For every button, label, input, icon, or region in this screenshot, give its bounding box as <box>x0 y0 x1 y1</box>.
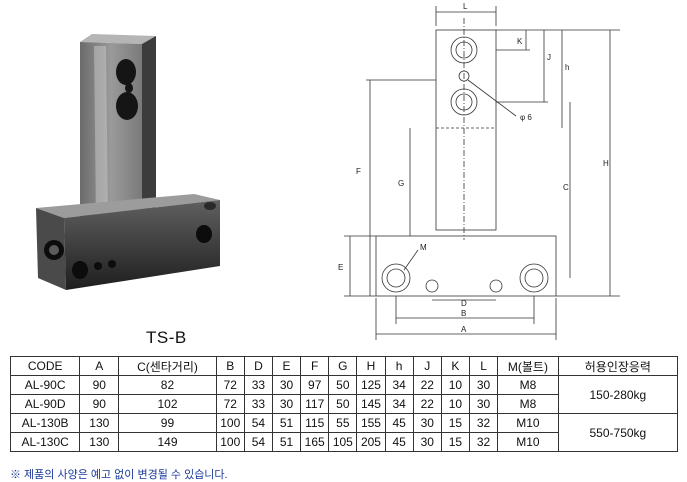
table-row: AL-90D 90 102 72 33 30 117 50 145 34 22 … <box>9 394 678 414</box>
column-header: H <box>356 356 386 376</box>
product-photo <box>36 34 220 290</box>
table-cell: 33 <box>243 375 273 395</box>
column-header: A <box>79 356 120 376</box>
column-header: G <box>328 356 358 376</box>
table-cell: 15 <box>440 432 470 452</box>
table-cell: 72 <box>215 394 245 414</box>
table-cell: 33 <box>243 394 273 414</box>
table-cell: 130 <box>79 413 120 433</box>
table-cell: 51 <box>271 432 302 452</box>
table-cell: 15 <box>440 413 470 433</box>
dim-label-L: L <box>463 2 468 11</box>
table-cell: 130 <box>79 432 120 452</box>
table-cell: 32 <box>468 413 499 433</box>
column-header: J <box>412 356 442 376</box>
dim-label-K: K <box>517 37 523 46</box>
table-cell: 115 <box>300 413 330 433</box>
dim-label-M: M <box>420 243 427 252</box>
column-header: B <box>215 356 245 376</box>
dim-label-G: G <box>398 179 404 188</box>
table-header-row: CODE A C(센타거리) B D E F G H h J K L M(볼트)… <box>9 356 679 376</box>
table-cell: 30 <box>412 432 442 452</box>
table-cell: 165 <box>300 432 330 452</box>
table-cell: 145 <box>356 394 386 414</box>
dim-label-phi: φ 6 <box>520 113 532 122</box>
spec-table: CODE A C(센타거리) B D E F G H h J K L M(볼트)… <box>9 356 679 452</box>
table-cell: AL-90D <box>9 394 81 414</box>
table-cell: 45 <box>384 432 414 452</box>
column-header: K <box>440 356 470 376</box>
column-header: L <box>468 356 499 376</box>
column-header: h <box>384 356 414 376</box>
dim-label-F: F <box>356 167 361 176</box>
column-header: 허용인장응력 <box>557 356 679 376</box>
column-header: CODE <box>9 356 81 376</box>
table-cell: 72 <box>215 375 245 395</box>
dim-label-B: B <box>461 309 466 318</box>
table-cell: 155 <box>356 413 386 433</box>
table-row: AL-130C 130 149 100 54 51 165 105 205 45… <box>9 432 678 452</box>
table-cell: 90 <box>79 375 120 395</box>
table-cell: 125 <box>356 375 386 395</box>
table-cell: 34 <box>384 394 414 414</box>
dimension-drawing: L K J h φ 6 F G C H M E D B A <box>338 2 620 340</box>
table-cell: 55 <box>328 413 358 433</box>
footnote: ※ 제품의 사양은 예고 없이 변경될 수 있습니다. <box>10 469 228 481</box>
table-cell: 34 <box>384 375 414 395</box>
table-cell: 205 <box>356 432 386 452</box>
table-cell: 45 <box>384 413 414 433</box>
table-cell: 22 <box>412 394 442 414</box>
figure-caption: TS-B <box>146 328 187 347</box>
table-cell: 99 <box>118 413 217 433</box>
table-cell: 97 <box>300 375 330 395</box>
column-header: M(볼트) <box>497 356 559 376</box>
table-cell: 82 <box>118 375 217 395</box>
table-cell: 90 <box>79 394 120 414</box>
column-header: C(센타거리) <box>118 356 217 376</box>
column-header: D <box>243 356 273 376</box>
dim-label-A: A <box>461 325 467 334</box>
table-cell: 149 <box>118 432 217 452</box>
table-cell: AL-130C <box>9 432 81 452</box>
table-cell: 32 <box>468 432 499 452</box>
dim-label-C: C <box>563 183 569 192</box>
dim-label-J: J <box>547 53 551 62</box>
table-cell: M10 <box>497 432 559 452</box>
table-cell: 117 <box>300 394 330 414</box>
dim-label-H: H <box>603 159 609 168</box>
table-cell: 30 <box>412 413 442 433</box>
table-cell: AL-90C <box>9 375 81 395</box>
table-cell: 105 <box>328 432 358 452</box>
column-header: E <box>271 356 302 376</box>
table-cell: 30 <box>468 394 499 414</box>
table-cell: 50 <box>328 375 358 395</box>
load-capacity-cell: 150-280kg <box>557 375 679 414</box>
table-cell: 30 <box>468 375 499 395</box>
table-cell: 100 <box>215 432 245 452</box>
table-cell: 102 <box>118 394 217 414</box>
dim-label-h: h <box>565 63 569 72</box>
dim-label-E: E <box>338 263 343 272</box>
table-row: AL-130B 130 99 100 54 51 115 55 155 45 3… <box>9 413 679 452</box>
table-cell: M8 <box>497 394 559 414</box>
table-cell: 10 <box>440 394 470 414</box>
table-cell: 100 <box>215 413 245 433</box>
table-cell: M8 <box>497 375 559 395</box>
column-header: F <box>300 356 330 376</box>
table-cell: AL-130B <box>9 413 81 433</box>
table-cell: 30 <box>271 375 302 395</box>
table-cell: 50 <box>328 394 358 414</box>
table-row: AL-90C 90 82 72 33 30 97 50 125 34 22 10… <box>9 375 679 414</box>
table-cell: 51 <box>271 413 302 433</box>
table-cell: 30 <box>271 394 302 414</box>
table-cell: 54 <box>243 413 273 433</box>
table-cell: M10 <box>497 413 559 433</box>
table-cell: 54 <box>243 432 273 452</box>
dim-label-D: D <box>461 299 467 308</box>
table-cell: 10 <box>440 375 470 395</box>
table-cell: 22 <box>412 375 442 395</box>
load-capacity-cell: 550-750kg <box>557 413 679 452</box>
